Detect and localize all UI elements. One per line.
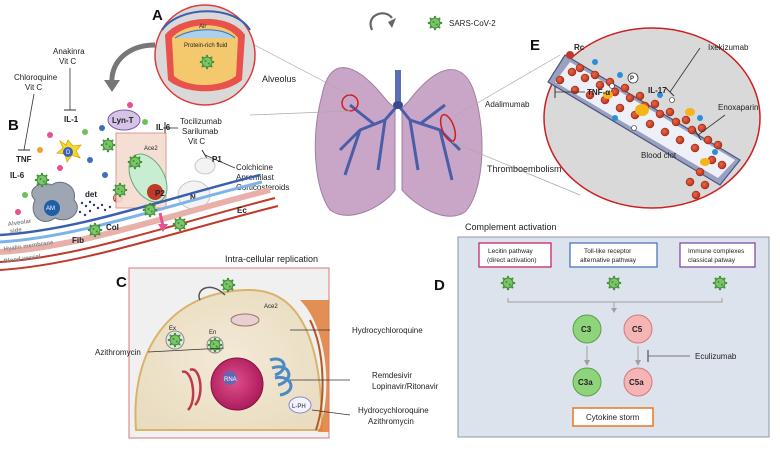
panel-d-frame	[457, 236, 770, 438]
n-label: N	[190, 193, 196, 202]
lph-label: L-PH	[292, 404, 306, 410]
cytokine-storm-label: Cytokine storm	[586, 413, 640, 422]
panel-b-letter: B	[8, 117, 19, 134]
p1-label: P1	[212, 155, 222, 164]
svg-text:alternative pathway: alternative pathway	[580, 257, 637, 264]
il6-left-label: IL-6	[10, 171, 25, 180]
fib-label: Fib	[72, 236, 84, 245]
c3a-node	[572, 367, 602, 397]
fluid-label: Protein-rich fluid	[184, 43, 227, 49]
ace2-label-b: Ace2	[144, 146, 158, 152]
il6-right-label: IL-6	[156, 123, 171, 132]
drug-enoxaparin: Enoxaparin	[718, 103, 758, 112]
drug-lopinavir: Lopinavir/Ritonavir	[372, 382, 439, 391]
drug-chloroquine: Chloroquine	[14, 73, 58, 82]
panel-a-letter: A	[152, 7, 163, 24]
blood-vessel-label: Blood vessel	[3, 254, 41, 265]
lynt-label: Lyn-T	[112, 116, 134, 125]
ex-label: Ex	[169, 326, 176, 332]
alveolar-side-label-2: side	[9, 227, 22, 235]
panel-a-alveolus: Air Protein-rich fluid	[154, 4, 256, 106]
ec-label: Ec	[237, 206, 247, 215]
drug-hydroxychloroquine-2: Hydrocychloroquine	[358, 406, 429, 415]
c5a-node	[623, 367, 653, 397]
drug-corticosteroids: Corticosteroids	[236, 183, 289, 192]
panel-d-title: Complement activation	[465, 222, 557, 232]
panel-d-letter: D	[434, 277, 445, 294]
drug-vitc-1: Vit C	[59, 57, 76, 66]
zoom-arrow-a	[109, 42, 156, 86]
panel-c-letter: C	[116, 274, 127, 291]
panel-c-title: Intra-cellular replication	[225, 254, 318, 264]
col-label: Col	[106, 223, 119, 232]
drug-eculizumab: Eculizumab	[695, 352, 737, 361]
drug-sarilumab: Sarilumab	[182, 127, 219, 136]
il17-label: IL-17	[648, 86, 667, 95]
blood-clot-label: Blood clot	[641, 151, 677, 160]
drug-tocilizumab: Tocilizumab	[180, 117, 222, 126]
lectin-pathway-box: Lecitin pathway (direct activation)	[478, 242, 552, 268]
rc-label-e: Rc	[574, 43, 585, 52]
drug-adalimumab: Adalimumab	[485, 100, 530, 109]
drug-anakinra: Anakinra	[53, 47, 85, 56]
cytokine-storm-box	[572, 407, 654, 427]
drug-vitc-3: Vit C	[188, 137, 205, 146]
rna-label: RNA	[224, 377, 237, 383]
sars-cov-2-icon	[427, 15, 443, 31]
virus-label: SARS-CoV-2	[449, 19, 496, 28]
drug-remdesivir: Remdesivir	[372, 371, 412, 380]
drug-azithromycin: Azithromycin	[95, 348, 141, 357]
panel-e-clot: P Rc	[543, 27, 761, 209]
svg-text:C5: C5	[632, 325, 643, 334]
p2-label: P2	[155, 189, 165, 198]
svg-text:Toll-like receptor: Toll-like receptor	[584, 248, 632, 255]
drug-ixekizumab: Ixekizumab	[708, 43, 749, 52]
panel-b-illustration: IL-1 TNF IL-6 IL-6 Lyn-T D AM det Rc P2 …	[0, 102, 279, 271]
alveolar-side-label-1: Alveolar	[7, 219, 32, 228]
en-label: En	[209, 330, 216, 336]
tnfa-label: TNF-α	[587, 88, 610, 97]
alveolus-virus-icon	[199, 54, 215, 70]
drug-colchicine: Colchicine	[236, 163, 273, 172]
drug-apremilast: Apremilast	[236, 173, 275, 182]
am-label: AM	[46, 206, 55, 212]
c5-node	[623, 314, 653, 344]
svg-text:C5a: C5a	[629, 378, 644, 387]
air-label: Air	[199, 24, 206, 30]
drug-azithromycin-2: Azithromycin	[368, 417, 414, 426]
svg-text:C3: C3	[581, 325, 592, 334]
platelet-label: P	[630, 76, 634, 82]
svg-text:Immune complexes: Immune complexes	[688, 248, 745, 255]
ace2-label-c: Ace2	[264, 304, 278, 310]
d-label: D	[66, 150, 71, 156]
alveolus-title: Alveolus	[262, 74, 297, 84]
det-label: det	[85, 190, 97, 199]
il1-label: IL-1	[64, 115, 79, 124]
infection-arrow	[369, 12, 393, 31]
lungs-illustration	[314, 67, 483, 217]
svg-text:C3a: C3a	[578, 378, 593, 387]
svg-text:Lecitin pathway: Lecitin pathway	[488, 248, 534, 255]
panel-c-cell: RNA Ex En L-PH Ace2	[134, 277, 329, 432]
drug-vitc-2: Vit C	[25, 83, 42, 92]
tnf-label: TNF	[16, 155, 32, 164]
immune-pathway-box: Immune complexes classical patway	[679, 242, 756, 268]
drug-hydroxychloroquine: Hydrocychloroquine	[352, 326, 423, 335]
svg-text:classical patway: classical patway	[688, 257, 736, 264]
thromboembolism-label: Thromboembolism	[487, 164, 562, 174]
toll-pathway-box: Toll-like receptor alternative pathway	[569, 242, 658, 268]
panel-e-letter: E	[530, 37, 540, 54]
svg-text:(direct activation): (direct activation)	[487, 257, 537, 264]
c3-node	[572, 314, 602, 344]
panel-b-drugs: Anakinra Vit C Chloroquine Vit C Tociliz…	[14, 47, 289, 192]
